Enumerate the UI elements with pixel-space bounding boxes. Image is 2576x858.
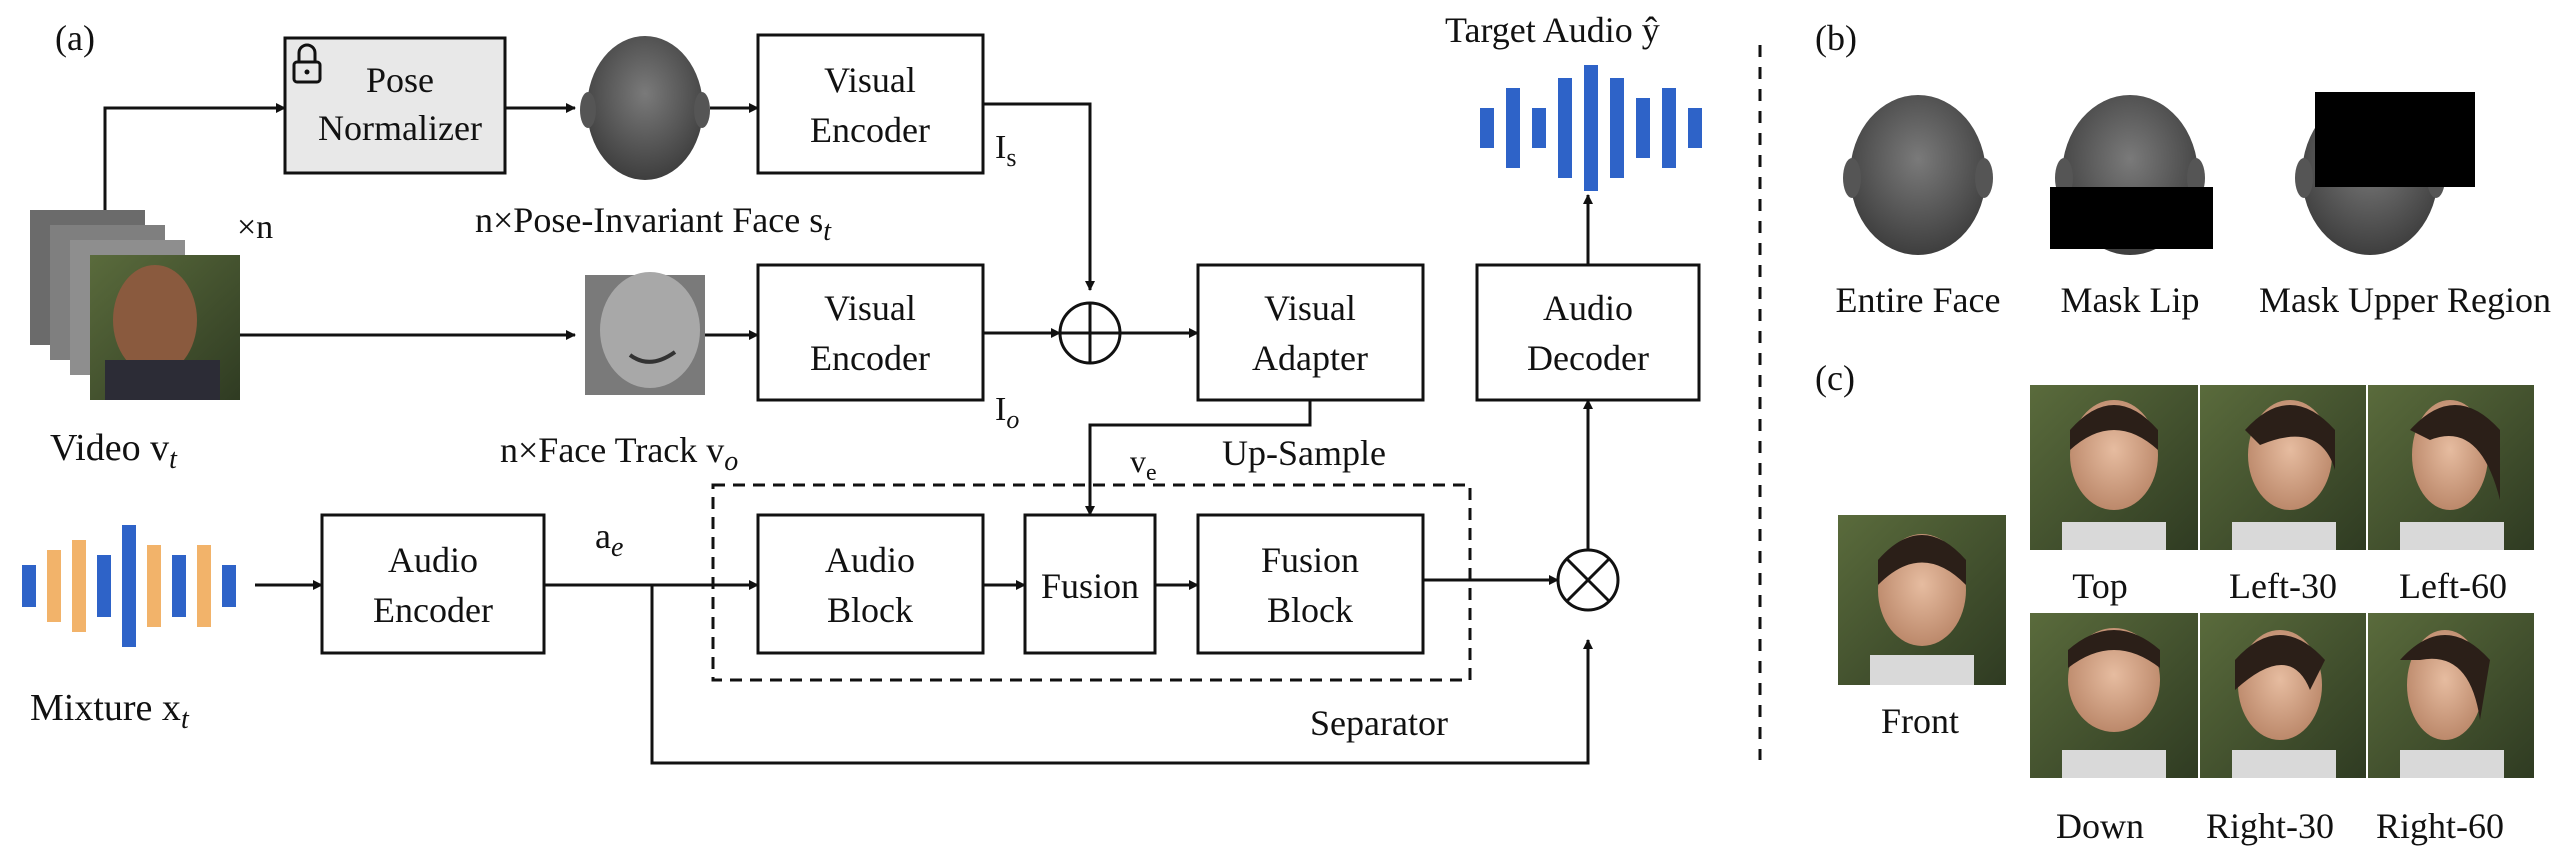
pose-normalizer-line1: Pose [366,60,434,100]
video-frames-stack [30,210,240,400]
panel-a-label: (a) [55,18,95,58]
times-circle-icon [1556,548,1620,612]
audio-encoder-line1: Audio [388,540,478,580]
target-audio-waveform-icon [1480,65,1702,191]
visual-encoder-top-line1: Visual [824,60,916,100]
panel-c-label-right-30: Right-30 [2206,806,2334,846]
panel-c-label-right-60: Right-60 [2376,806,2504,846]
video-to-normalizer-arrow [103,103,286,210]
audio-encoder-block [320,513,546,655]
times-n-label: ×n [237,209,273,246]
target-audio-label: Target Audio ŷ [1445,10,1660,50]
fusion-block [1023,513,1157,655]
pose-invariant-label: n×Pose-Invariant Face st [475,200,832,247]
audio-encoder-line2: Encoder [373,590,493,630]
panel-c-label: (c) [1815,358,1855,398]
pose-normalizer-block [283,36,507,175]
panel-b-label: (b) [1815,18,1857,58]
visual-adapter-line1: Visual [1264,288,1356,328]
panel-b-label-mask-lip: Mask Lip [2061,280,2200,320]
Io-label: Io [995,391,1019,434]
plus-circle-icon [1058,301,1122,365]
skip-connection-arrow [650,585,1593,765]
fusion-block-line1: Fusion [1261,540,1359,580]
separator-region [711,483,1472,682]
fusion-block-line2: Block [1267,590,1353,630]
left-60-photo [2368,385,2534,550]
panel-b-label-entire-face: Entire Face [1836,280,2001,320]
visual-encoder-bottom-line1: Visual [824,288,916,328]
face-track-label: n×Face Track vo [500,430,738,477]
visual-adapter-block [1196,263,1425,402]
fusion-label: Fusion [1041,566,1139,606]
visual-encoder-top-block [756,33,985,175]
lock-icon [292,43,322,84]
front-photo [1838,515,2006,685]
ae-label: ae [595,516,623,563]
visual-encoder-top-line2: Encoder [810,110,930,150]
separator-label: Separator [1310,703,1448,743]
visual-adapter-line2: Adapter [1252,338,1368,378]
mixture-label: Mixture xt [30,687,190,735]
mask-lip-image [2050,95,2213,255]
audio-decoder-block [1475,263,1701,402]
Is-arrow [983,102,1095,291]
mixture-waveform-icon [22,525,236,647]
visual-encoder-bottom-line2: Encoder [810,338,930,378]
left-30-photo [2200,385,2366,550]
panel-c-label-top: Top [2072,566,2127,606]
face-track-image [585,272,705,395]
panel-c-label-left-30: Left-30 [2229,566,2337,606]
top-photo [2030,385,2198,550]
panel-b-label-mask-upper: Mask Upper Region [2259,280,2551,320]
fusion-block-module [1196,513,1425,655]
Is-label: Is [995,129,1016,172]
mask-upper-region-image [2295,92,2475,255]
audio-decoder-line2: Decoder [1527,338,1649,378]
pose-invariant-face-image [580,36,710,180]
panel-c-label-front: Front [1881,701,1959,741]
panel-c-label-down: Down [2056,806,2144,846]
audio-block [756,513,985,655]
right-30-photo [2200,613,2366,778]
video-label: Video vt [50,427,178,475]
right-60-photo [2368,613,2534,778]
down-photo [2030,613,2198,778]
entire-face-image [1843,95,1993,255]
visual-encoder-bottom-block [756,263,985,402]
panel-c-label-left-60: Left-60 [2399,566,2507,606]
upsample-label: Up-Sample [1222,433,1386,473]
adapter-to-fusion-arrow [1085,400,1312,516]
audio-block-line2: Block [827,590,913,630]
audio-block-line1: Audio [825,540,915,580]
ve-label: ve [1130,443,1157,486]
pose-normalizer-line2: Normalizer [318,108,482,148]
audio-decoder-line1: Audio [1543,288,1633,328]
